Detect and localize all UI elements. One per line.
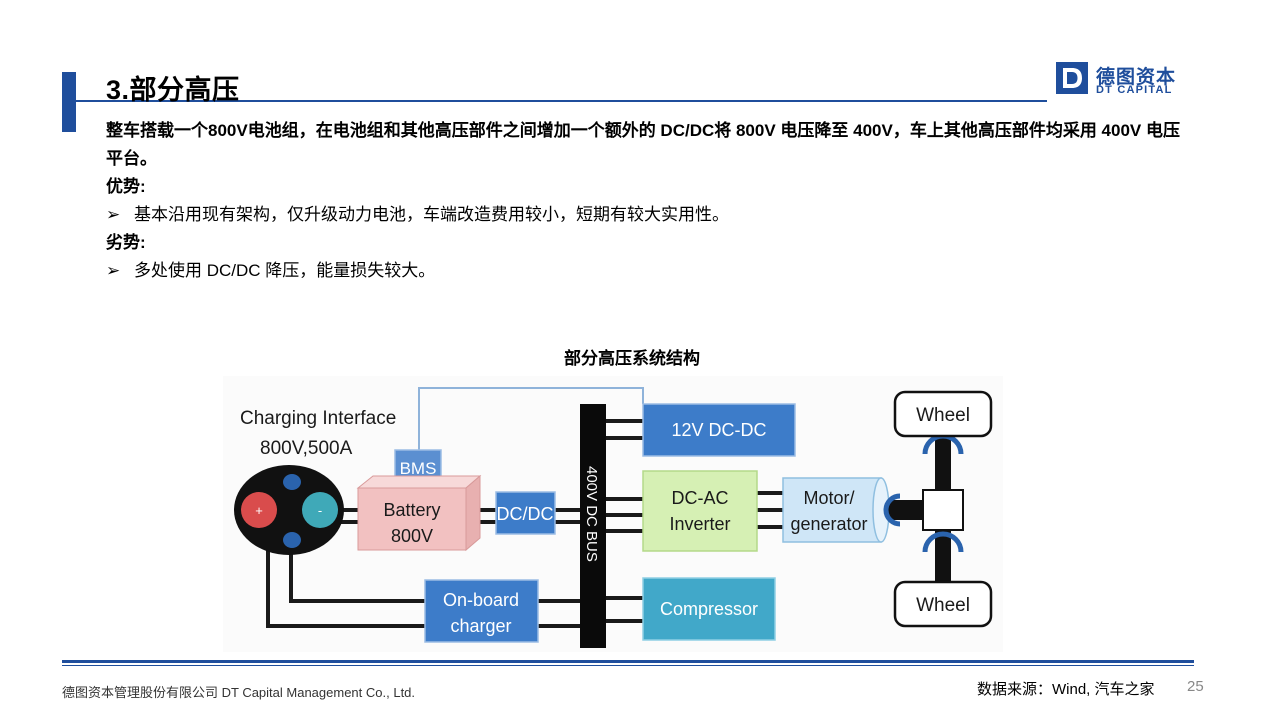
plug-plus-label: + [255,503,263,518]
logo-text-cn: 德图资本 [1096,67,1177,88]
inverter-block [642,470,758,552]
footer-source: 数据来源：Wind, 汽车之家 [977,681,1155,698]
logo-text-en: DT CAPITAL [1096,84,1173,96]
wheel-top [893,390,993,438]
charger-block [424,579,539,643]
motor-label-1: Motor/ [803,488,854,508]
dc12-block [642,403,796,457]
charger-label-2: charger [450,616,511,636]
charging-plug-icon: + - [234,465,344,555]
compressor-block [642,577,776,641]
page-title: 3.部分高压 [106,75,240,105]
dc-bus-bar [580,404,606,648]
bms-signal-line [418,387,644,460]
charging-interface-label: Charging Interface [240,408,396,429]
title-underline [62,100,1047,102]
disadvantage-bullet: ➢ 多处使用 DC/DC 降压，能量损失较大。 [106,257,435,285]
motor-block [782,477,890,543]
dt-logo-icon [1056,62,1088,94]
motor-label-2: generator [790,514,867,534]
disadvantage-text: 多处使用 DC/DC 降压，能量损失较大。 [134,261,436,280]
drive-train [883,433,964,582]
advantage-bullet: ➢ 基本沿用现有架构，仅升级动力电池，车端改造费用较小，短期有较大实用性。 [106,201,729,229]
battery-voltage: 800V [391,526,433,546]
advantage-text: 基本沿用现有架构，仅升级动力电池，车端改造费用较小，短期有较大实用性。 [134,205,729,224]
page-number: 25 [1187,678,1204,695]
intro-paragraph: 整车搭载一个800V电池组，在电池组和其他高压部件之间增加一个额外的 DC/DC… [106,121,1180,168]
bms-label: BMS [400,459,437,478]
inverter-label-1: DC-AC [672,488,729,508]
advantage-heading: 优势: [106,177,146,196]
title-accent-bar [62,72,76,132]
compressor-label: Compressor [660,599,758,619]
dc-bus-label: 400V DC BUS [583,466,600,562]
footer-rule [62,660,1194,663]
wheel-top-label: Wheel [916,405,970,426]
figure-caption: 部分高压系统结构 [564,349,700,368]
bullet-arrow-icon: ➢ [106,261,121,280]
footer-rule-thin [62,665,1194,666]
dcdc-label: DC/DC [497,504,554,524]
inverter-label-2: Inverter [669,514,730,534]
wheel-bottom [893,580,993,628]
system-diagram: Charging Interface 800V,500A + - BMS Bat… [223,376,1003,657]
charger-label-1: On-board [443,590,519,610]
footer-company: 德图资本管理股份有限公司 DT Capital Management Co., … [62,685,416,700]
wheel-bottom-label: Wheel [916,595,970,616]
charging-interface-rating: 800V,500A [260,438,353,459]
battery-label: Battery [383,500,440,520]
dcdc-block [495,491,556,535]
bullet-arrow-icon: ➢ [106,205,121,224]
battery-block [356,474,482,552]
dc12-label: 12V DC-DC [671,420,766,440]
disadvantage-heading: 劣势: [106,233,146,252]
plug-minus-label: - [318,503,322,518]
